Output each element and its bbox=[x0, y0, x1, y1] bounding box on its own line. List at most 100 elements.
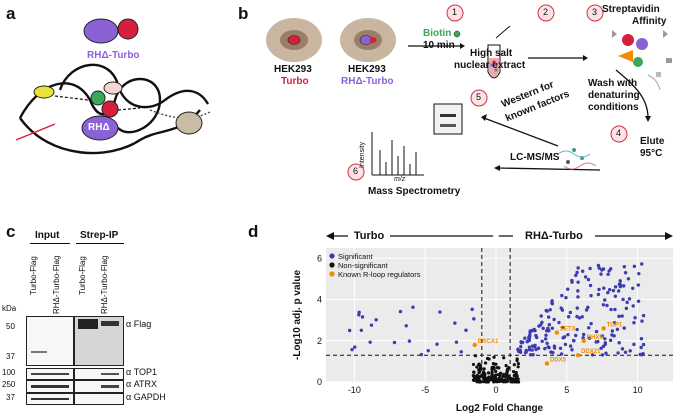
point-significant bbox=[392, 340, 397, 345]
point-significant bbox=[637, 271, 641, 276]
point-significant bbox=[564, 295, 568, 300]
point-label: TOP1 bbox=[607, 322, 623, 328]
point-significant bbox=[586, 305, 590, 310]
panel-b: 1 2 3 4 5 6 HEK293 Turbo HEK293 RHΔ-Turb… bbox=[238, 0, 685, 215]
point-significant bbox=[566, 332, 570, 337]
point-significant bbox=[526, 338, 531, 342]
point-significant bbox=[548, 308, 552, 312]
cell-rh-name: HEK293 bbox=[348, 64, 386, 75]
point-significant bbox=[575, 270, 579, 275]
legend-label: Known R-loop regulators bbox=[338, 270, 421, 279]
point-significant bbox=[600, 353, 605, 357]
point-nonsignificant bbox=[515, 374, 519, 378]
point-significant bbox=[622, 326, 626, 330]
point-significant bbox=[547, 345, 551, 350]
point-nonsignificant bbox=[483, 361, 488, 365]
point-significant bbox=[563, 342, 568, 347]
point-significant bbox=[369, 323, 374, 327]
blot-flag-strep bbox=[74, 316, 124, 366]
point-significant bbox=[552, 344, 557, 348]
point-significant bbox=[519, 345, 523, 349]
point-significant bbox=[575, 306, 579, 310]
ms-label: Mass Spectrometry bbox=[368, 186, 461, 197]
panel-letter-b: b bbox=[238, 4, 249, 23]
header-right-label: RHΔ-Turbo bbox=[525, 230, 583, 242]
point-significant bbox=[560, 308, 565, 312]
point-significant bbox=[544, 329, 549, 333]
point-significant bbox=[638, 352, 642, 357]
point-significant bbox=[622, 265, 627, 269]
point-significant bbox=[551, 350, 555, 355]
point-significant bbox=[459, 350, 463, 354]
point-significant bbox=[438, 310, 442, 314]
step-4: 4 bbox=[616, 128, 622, 138]
point-significant bbox=[560, 325, 565, 330]
point-significant bbox=[602, 286, 606, 290]
point-significant bbox=[633, 316, 637, 320]
header-left-bg bbox=[348, 228, 390, 242]
point-significant bbox=[571, 338, 576, 343]
point-significant bbox=[419, 352, 424, 357]
point-significant bbox=[618, 284, 623, 289]
point-significant bbox=[576, 266, 580, 270]
point-significant bbox=[623, 271, 628, 275]
point-significant bbox=[613, 285, 618, 289]
strep-header-line bbox=[76, 243, 124, 244]
wash-line-3: conditions bbox=[588, 102, 639, 113]
point-significant bbox=[570, 278, 574, 283]
point-significant bbox=[608, 338, 613, 343]
point-known-regulator bbox=[575, 353, 581, 358]
point-significant bbox=[588, 266, 592, 271]
point-significant bbox=[616, 351, 620, 355]
marker-label: 100 bbox=[2, 368, 16, 377]
point-significant bbox=[357, 310, 361, 314]
point-significant bbox=[537, 324, 541, 328]
plot-background bbox=[326, 248, 673, 382]
wash-line-1: Wash with bbox=[588, 78, 638, 89]
point-significant bbox=[594, 329, 599, 334]
point-significant bbox=[594, 340, 598, 344]
point-known-regulator bbox=[544, 361, 550, 366]
legend-marker bbox=[329, 262, 335, 268]
point-significant bbox=[632, 342, 636, 347]
mz-label: m/z bbox=[394, 176, 406, 183]
point-significant bbox=[599, 346, 603, 350]
extract-line-2: nuclear extract bbox=[454, 60, 526, 71]
point-nonsignificant bbox=[502, 356, 506, 360]
antibody-label: α Flag bbox=[126, 319, 152, 329]
point-significant bbox=[580, 269, 585, 273]
point-nonsignificant bbox=[505, 372, 509, 376]
header-left-label: Turbo bbox=[354, 230, 385, 242]
panel-a: RHΔ-Turbo RHΔ bbox=[0, 0, 230, 215]
antibody-label: α TOP1 bbox=[126, 367, 158, 377]
panel-letter-c: c bbox=[6, 222, 16, 241]
blot-gapdh-input bbox=[26, 393, 74, 405]
header-arrowhead-left bbox=[326, 232, 334, 240]
point-nonsignificant bbox=[497, 379, 501, 384]
point-nonsignificant bbox=[492, 355, 496, 359]
point-nonsignificant bbox=[500, 377, 504, 381]
point-significant bbox=[605, 303, 609, 308]
point-significant bbox=[590, 353, 595, 357]
point-nonsignificant bbox=[515, 358, 519, 363]
point-significant bbox=[435, 342, 439, 346]
point-significant bbox=[611, 288, 616, 293]
point-significant bbox=[543, 346, 547, 351]
point-significant bbox=[353, 345, 357, 349]
point-nonsignificant bbox=[514, 380, 518, 384]
x-tick-label: 0 bbox=[493, 385, 498, 395]
point-significant bbox=[357, 313, 361, 317]
point-significant bbox=[621, 297, 625, 302]
point-significant bbox=[583, 275, 588, 279]
point-significant bbox=[607, 269, 611, 273]
point-nonsignificant bbox=[511, 380, 515, 384]
point-significant bbox=[623, 350, 628, 355]
panel-letter-a: a bbox=[6, 4, 16, 23]
point-significant bbox=[374, 318, 378, 322]
point-significant bbox=[596, 263, 601, 268]
point-significant bbox=[589, 321, 593, 326]
point-significant bbox=[453, 321, 457, 325]
point-significant bbox=[407, 339, 412, 343]
point-significant bbox=[641, 313, 646, 318]
point-nonsignificant bbox=[497, 376, 501, 380]
